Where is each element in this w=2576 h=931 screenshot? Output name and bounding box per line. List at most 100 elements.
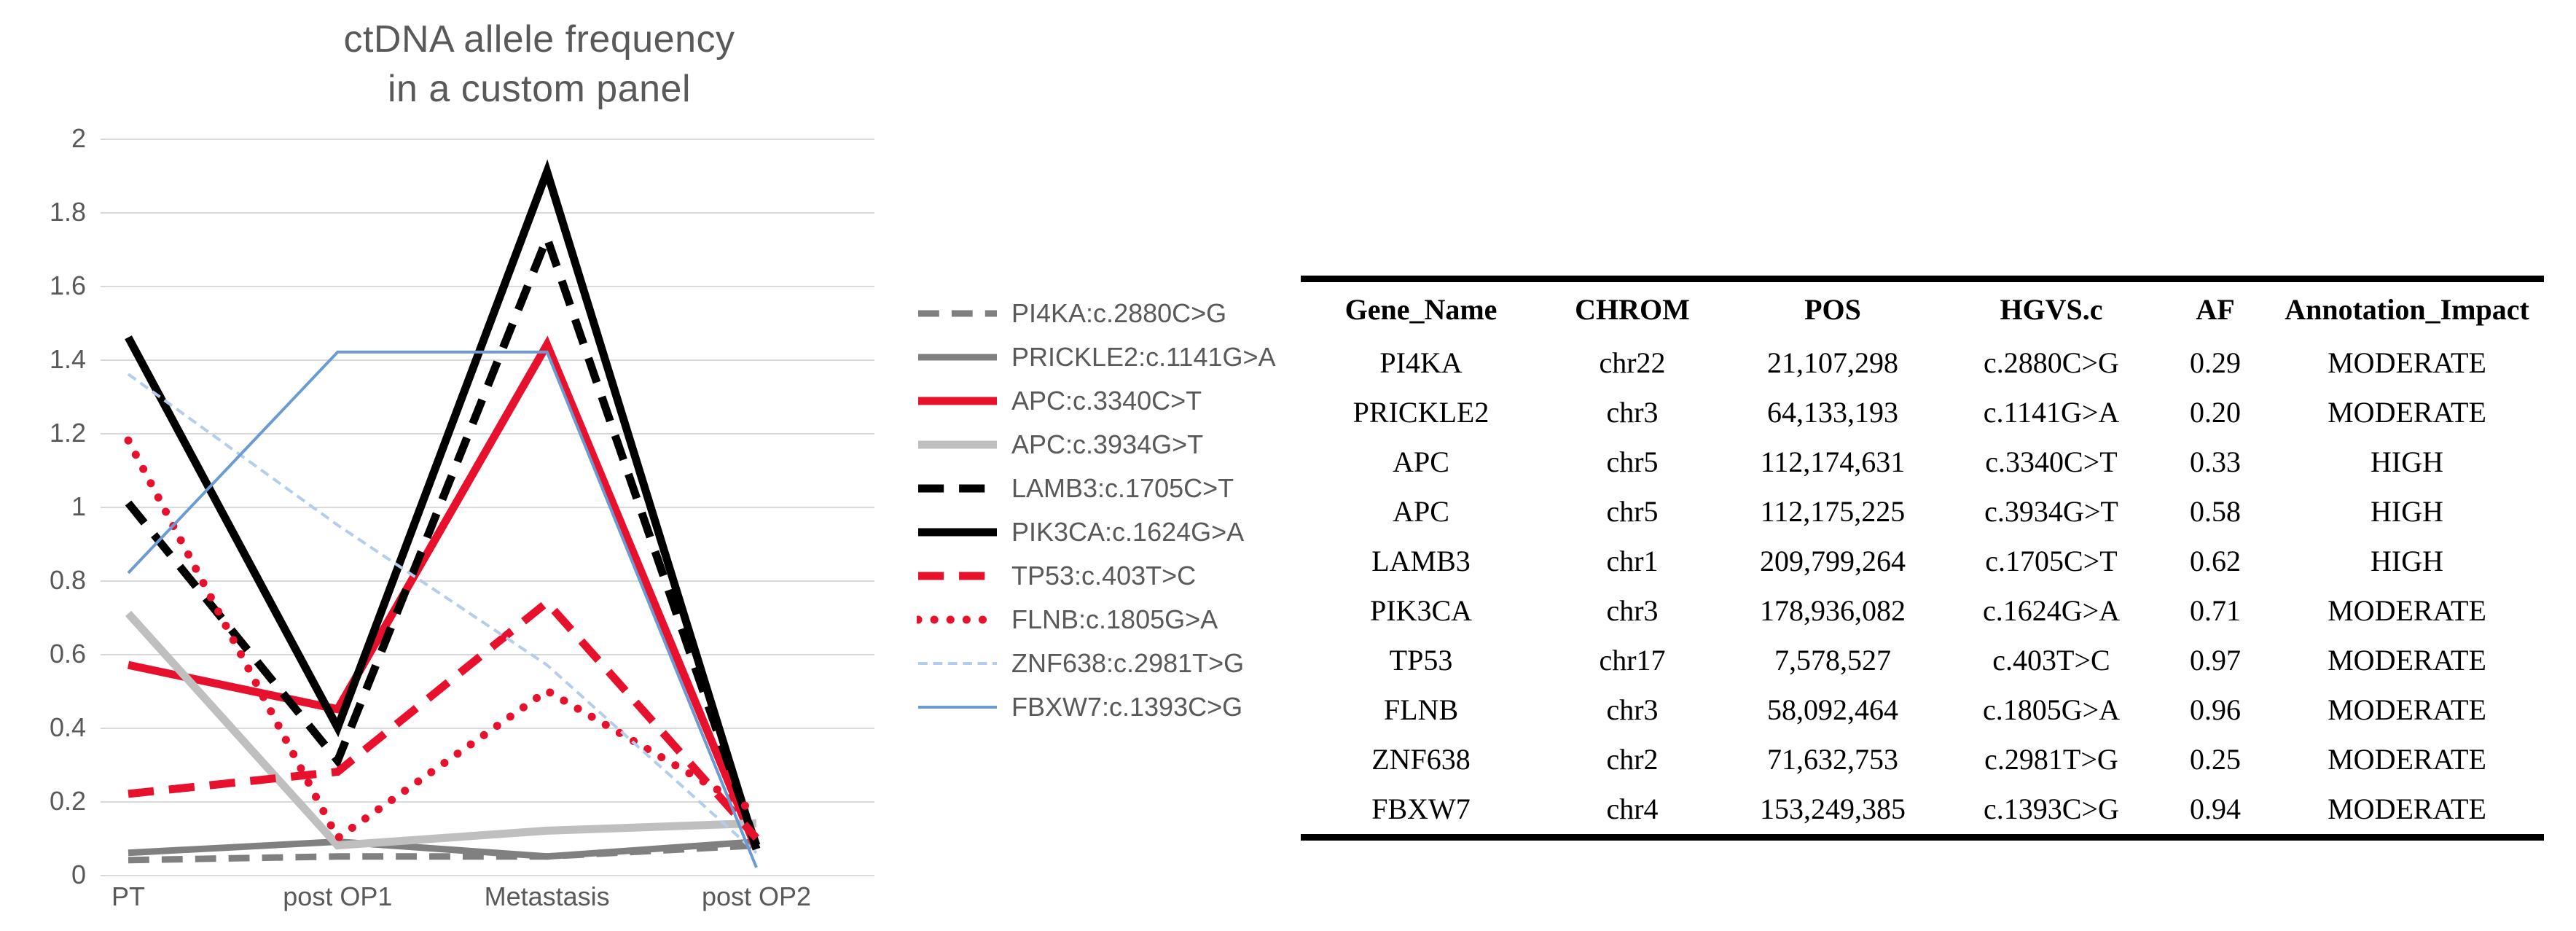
y-axis-tick-label: 0.4 — [49, 712, 86, 742]
legend-swatch-icon — [917, 480, 998, 496]
table-bottom-rule — [1301, 834, 2544, 841]
legend-swatch-icon — [917, 699, 998, 715]
legend-item-label: APC:c.3340C>T — [1011, 386, 1202, 416]
table-cell: 64,133,193 — [1767, 396, 1898, 429]
table-column-header: POS — [1804, 293, 1861, 326]
series-line — [125, 610, 757, 850]
legend-swatch-icon — [917, 305, 998, 322]
table-cell: 0.33 — [2190, 445, 2241, 478]
table-cell: chr4 — [1606, 792, 1659, 825]
legend-item-label: PIK3CA:c.1624G>A — [1011, 517, 1245, 547]
gridlines — [101, 139, 874, 876]
table-cell: 0.25 — [2190, 743, 2241, 776]
legend-item[interactable]: FLNB:c.1805G>A — [917, 598, 1259, 642]
gridline — [101, 433, 874, 435]
table-cell: 0.71 — [2190, 594, 2241, 627]
legend-item[interactable]: APC:c.3340C>T — [917, 379, 1259, 423]
legend-swatch-icon — [917, 655, 998, 671]
gridline — [101, 801, 874, 803]
y-axis-tick-label: 0.8 — [49, 565, 86, 595]
table-cell: APC — [1393, 445, 1449, 478]
y-axis-tick-label: 1 — [71, 491, 86, 521]
y-axis-tick-label: 0.6 — [49, 639, 86, 669]
table-cell: 58,092,464 — [1767, 693, 1898, 726]
table-row: PIK3CA chr3 178,936,082 c.1624G>A 0.71 MODERA… — [1301, 586, 2544, 636]
table-cell: 7,578,527 — [1774, 644, 1891, 677]
table-cell: 0.20 — [2190, 396, 2241, 429]
legend-item-label: TP53:c.403T>C — [1011, 561, 1197, 591]
table-cell: LAMB3 — [1371, 545, 1471, 577]
chart-legend: PI4KA:c.2880C>G PRICKLE2:c.1141G>A APC:c.3… — [917, 292, 1276, 729]
table-cell: chr3 — [1606, 594, 1659, 627]
chart-title-line-2: in a custom panel — [387, 68, 692, 110]
table-cell: 0.97 — [2190, 644, 2241, 677]
legend-item[interactable]: APC:c.3934G>T — [917, 423, 1259, 467]
legend-item[interactable]: PI4KA:c.2880C>G — [917, 292, 1259, 335]
y-axis-tick-label: 1.6 — [49, 270, 86, 300]
table-column-header: Annotation_Impact — [2285, 293, 2529, 326]
legend-item[interactable]: FBXW7:c.1393C>G — [917, 685, 1259, 729]
table-cell: MODERATE — [2328, 594, 2486, 627]
table-column-header: Gene_Name — [1344, 293, 1498, 326]
legend-item[interactable]: LAMB3:c.1705C>T — [917, 467, 1259, 510]
table-cell: PIK3CA — [1369, 594, 1473, 627]
series-line — [128, 838, 757, 860]
legend-swatch-icon — [917, 393, 998, 409]
legend-item-label: APC:c.3934G>T — [1011, 429, 1204, 459]
table-cell: chr5 — [1606, 495, 1659, 528]
legend-item[interactable]: PRICKLE2:c.1141G>A — [917, 335, 1276, 379]
legend-item-label: PI4KA:c.2880C>G — [1011, 298, 1227, 328]
table-cell: c.3340C>T — [1985, 445, 2118, 478]
table-cell: c.2880C>G — [1984, 346, 2119, 379]
table-cell: FBXW7 — [1371, 792, 1471, 825]
table-cell: MODERATE — [2328, 346, 2486, 379]
table-cell: 0.96 — [2190, 693, 2241, 726]
series-line — [125, 159, 761, 851]
table-cell: c.1624G>A — [1982, 594, 2121, 627]
gridline — [101, 286, 874, 287]
table-cell: PI4KA — [1379, 346, 1463, 379]
table-cell: chr22 — [1599, 346, 1666, 379]
table-cell: c.403T>C — [1992, 644, 2110, 677]
legend-item[interactable]: PIK3CA:c.1624G>A — [917, 510, 1259, 554]
legend-item-label: ZNF638:c.2981T>G — [1011, 648, 1245, 678]
gridline — [101, 728, 874, 729]
y-axis-tick-label: 0 — [71, 860, 86, 889]
table-cell: c.1393C>G — [1984, 792, 2119, 825]
legend-item[interactable]: ZNF638:c.2981T>G — [917, 642, 1259, 685]
table-cell: chr3 — [1606, 396, 1659, 429]
table-cell: HIGH — [2371, 495, 2443, 528]
x-axis-tick-label: PT — [111, 881, 146, 911]
table-cell: PRICKLE2 — [1352, 396, 1489, 429]
table-cell: 178,936,082 — [1760, 594, 1906, 627]
table-cell: 0.94 — [2190, 792, 2241, 825]
legend-item[interactable]: TP53:c.403T>C — [917, 554, 1259, 598]
table-cell: HIGH — [2371, 545, 2443, 577]
series-line — [128, 596, 760, 841]
y-axis-tick-label: 0.2 — [49, 786, 86, 816]
table-cell: 0.62 — [2190, 545, 2241, 577]
legend-swatch-icon — [917, 437, 998, 453]
table-cell: MODERATE — [2328, 644, 2486, 677]
table-cell: MODERATE — [2328, 396, 2486, 429]
table-cell: c.1141G>A — [1983, 396, 2120, 429]
table-cell: APC — [1393, 495, 1449, 528]
table-cell: c.1805G>A — [1982, 693, 2121, 726]
chart-title-line-1: ctDNA allele frequency — [343, 18, 735, 61]
legend-item-label: FBXW7:c.1393C>G — [1011, 692, 1243, 722]
legend-swatch-icon — [917, 612, 998, 628]
legend-swatch-icon — [917, 524, 998, 540]
gridline — [101, 139, 874, 140]
legend-swatch-icon — [917, 349, 998, 365]
